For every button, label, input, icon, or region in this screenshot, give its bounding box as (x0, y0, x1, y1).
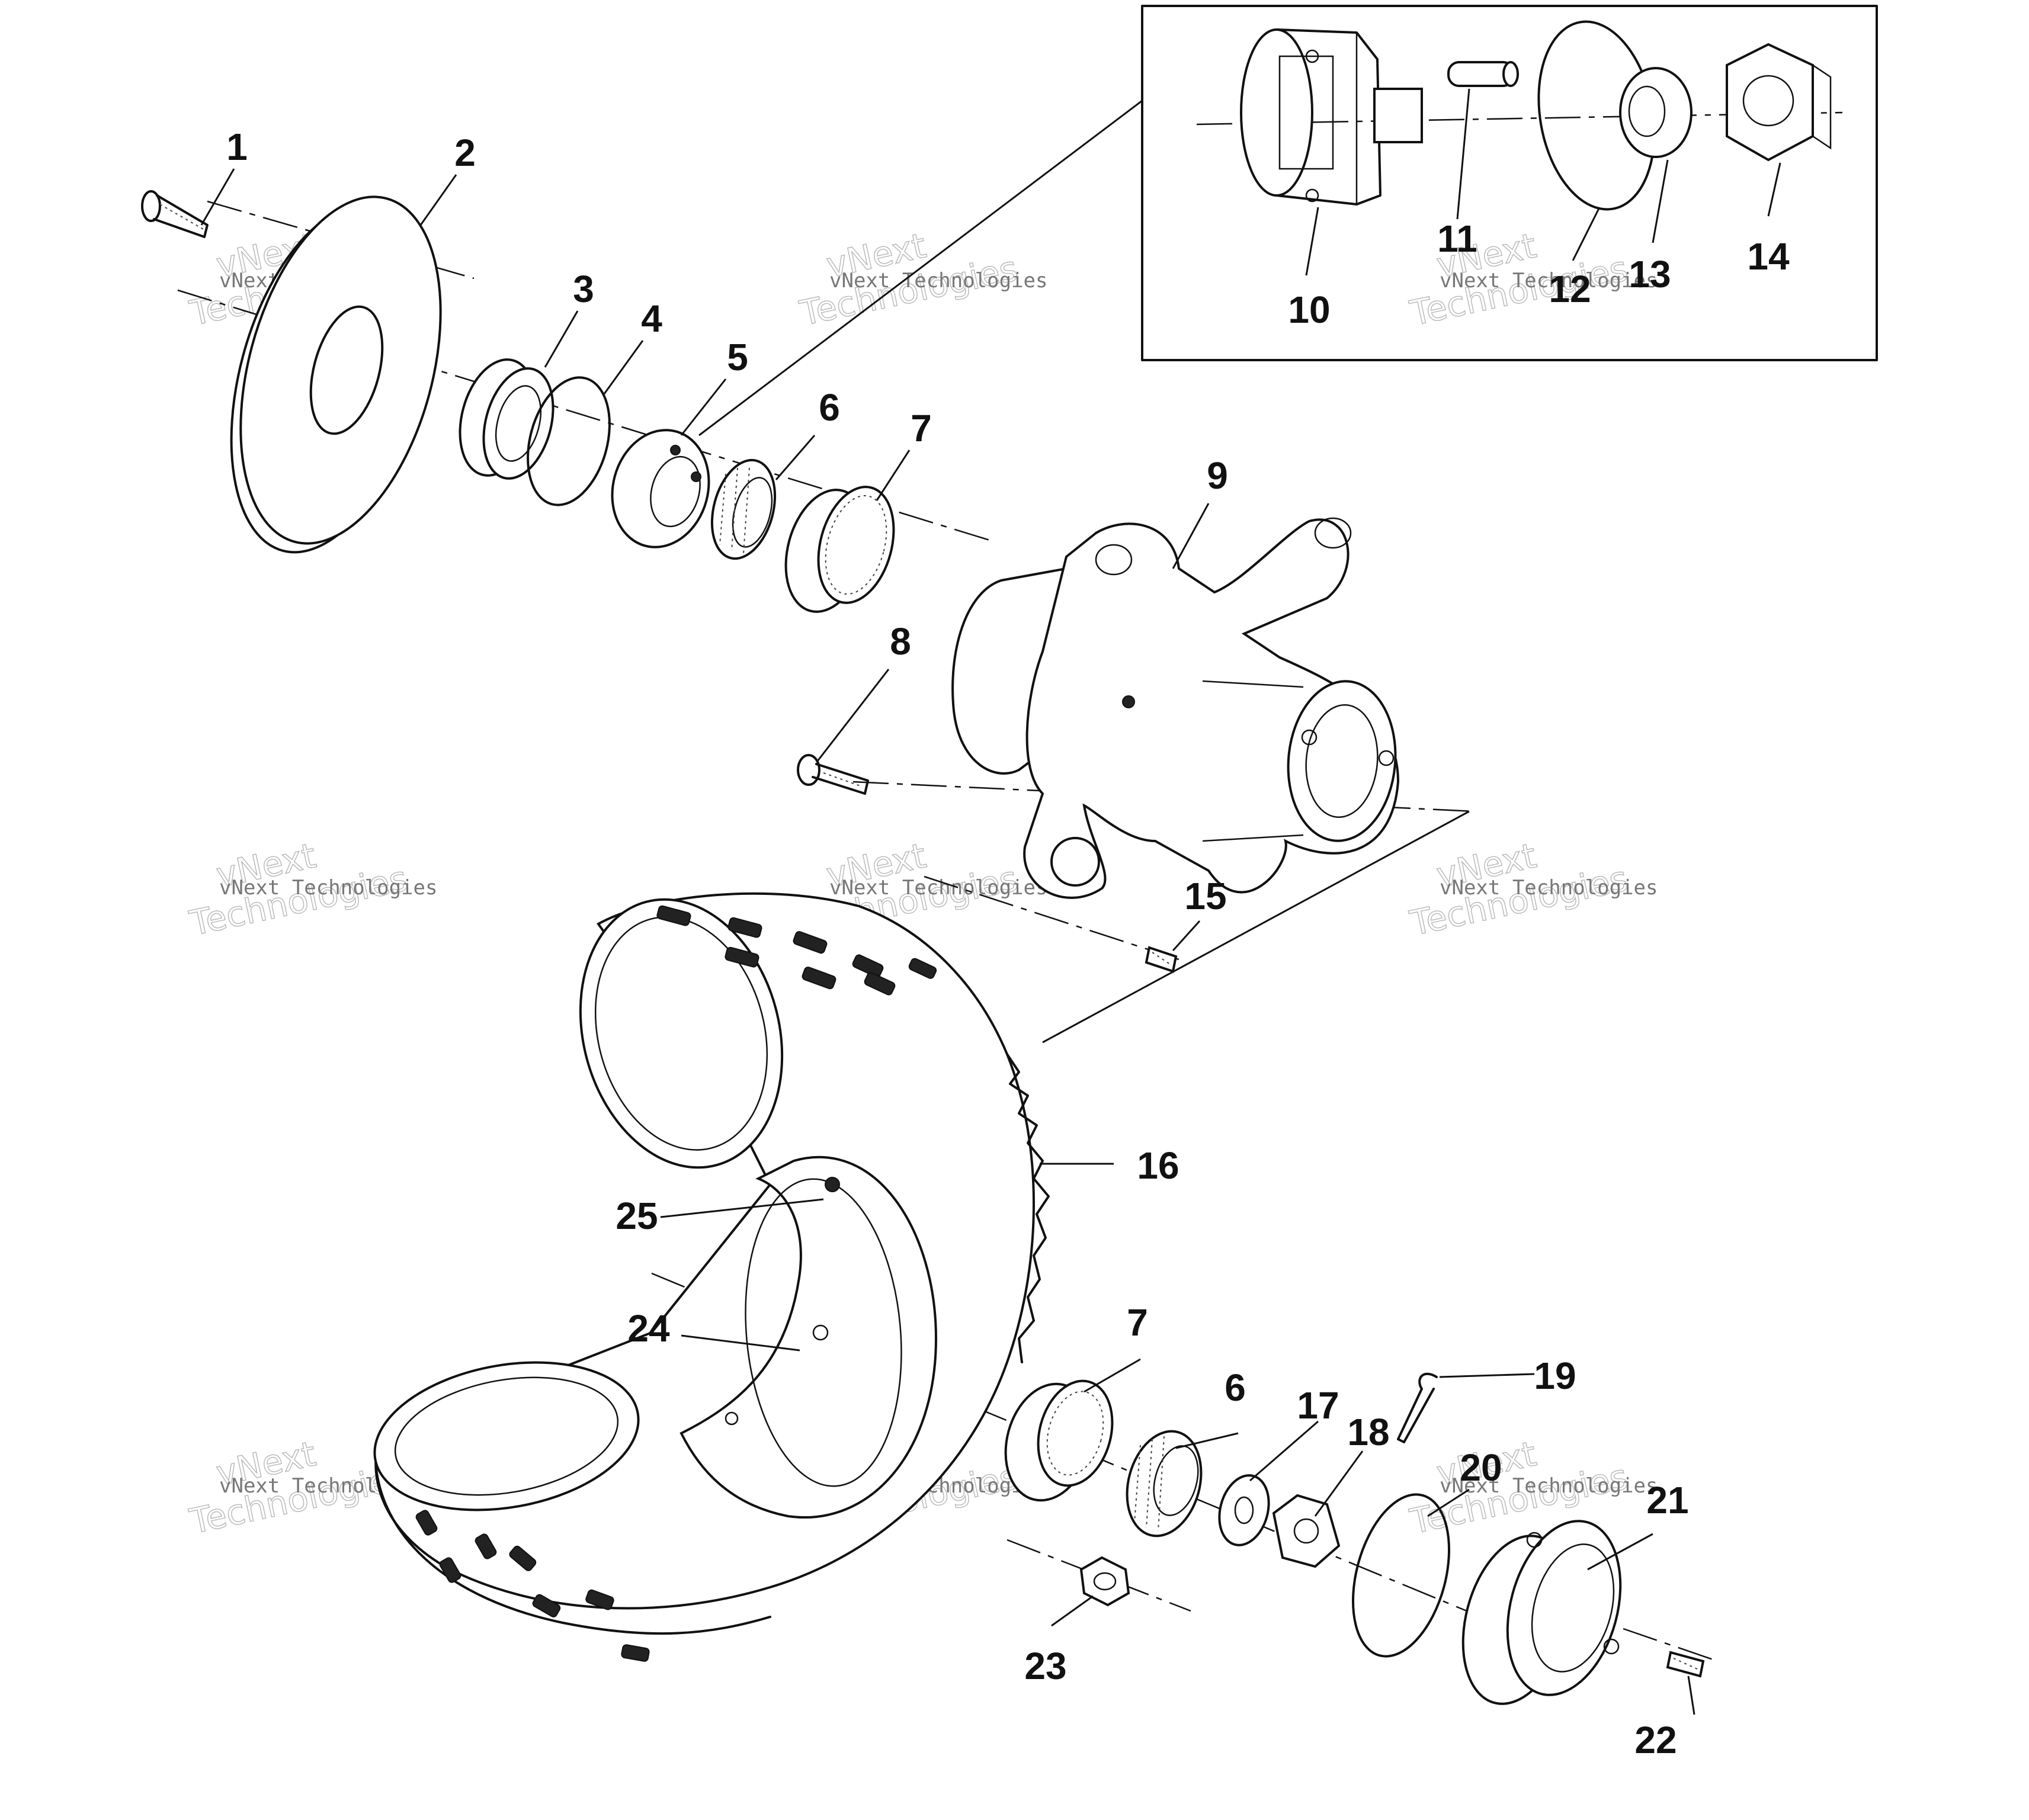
part-21-hub-cap (1461, 1520, 1622, 1705)
part-20-oring (1351, 1493, 1451, 1658)
part-17-washer (1218, 1474, 1270, 1546)
part-7-race-lower (1004, 1379, 1114, 1502)
part-4-ring (527, 376, 611, 506)
part-8-screw (797, 754, 869, 795)
watermark-text: vNext Technologies (1440, 269, 1658, 293)
callout-17: 17 (1297, 1384, 1339, 1427)
callout-12: 12 (1549, 268, 1591, 310)
watermark-text: vNext Technologies (219, 876, 437, 900)
callout-19: 19 (1534, 1354, 1576, 1397)
nut-axis (1007, 1539, 1191, 1612)
callout-25: 25 (616, 1195, 658, 1237)
part-15-set-screw (1145, 946, 1178, 973)
callout-7-upper: 7 (911, 407, 932, 450)
callout-24: 24 (627, 1307, 670, 1350)
callout-6-upper: 6 (819, 386, 840, 429)
inset-frame (1141, 5, 1878, 361)
callout-22: 22 (1634, 1719, 1677, 1761)
part-5-bearing-carrier (611, 429, 710, 548)
callout-labels: 1 2 3 4 5 6 7 8 9 10 11 12 13 14 15 16 1… (226, 126, 1790, 1761)
callout-14: 14 (1747, 235, 1790, 278)
callout-13: 13 (1629, 253, 1671, 296)
callout-11: 11 (1437, 217, 1477, 260)
part-11-pin (1447, 61, 1519, 87)
callout-23: 23 (1024, 1645, 1066, 1687)
callout-18: 18 (1347, 1411, 1389, 1453)
watermark-text: vNext Technologies (829, 876, 1047, 900)
watermark-text: vNext Technologies (829, 269, 1047, 293)
part-18-castle-nut (1272, 1494, 1341, 1568)
part-13-washer (1619, 67, 1693, 158)
callout-8: 8 (890, 620, 911, 663)
watermark-text: vNext Technologies (1440, 876, 1658, 900)
part-14-nut (1726, 43, 1832, 162)
callout-2: 2 (454, 131, 476, 174)
part-2-brake-disc (230, 195, 442, 554)
callout-9: 9 (1207, 454, 1228, 497)
callout-5: 5 (727, 336, 748, 378)
leader-lines (200, 88, 1781, 1715)
callout-1: 1 (226, 126, 248, 168)
part-6-bearing-upper (710, 458, 777, 560)
part-16-tire (373, 892, 1050, 1662)
part-19-cotter-pin (1397, 1372, 1438, 1443)
part-1-bolt (141, 190, 209, 238)
screw22-axis (1623, 1628, 1719, 1662)
part-9-hub (951, 517, 1400, 899)
callout-20: 20 (1460, 1446, 1502, 1489)
callout-21: 21 (1646, 1479, 1688, 1522)
callout-16: 16 (1137, 1144, 1179, 1187)
screw15-axis (924, 875, 1179, 961)
inset-leader (698, 99, 1143, 436)
part-7-race-upper (784, 486, 895, 613)
part-25-valve (825, 1177, 840, 1192)
part-10-collar (1240, 28, 1423, 206)
callout-4: 4 (641, 297, 662, 340)
callout-3: 3 (573, 268, 594, 310)
callout-7-lower: 7 (1127, 1301, 1148, 1344)
inset-box (698, 5, 1878, 436)
callout-15: 15 (1184, 875, 1226, 917)
part-23-lug-nut (1079, 1556, 1130, 1607)
callout-6-lower: 6 (1225, 1366, 1246, 1409)
callout-10: 10 (1288, 288, 1330, 331)
part-6-bearing-lower (1126, 1430, 1203, 1537)
part-3-seal (459, 358, 554, 480)
part-22-screw (1666, 1651, 1705, 1678)
watermark-text: vNext Technologies (1440, 1474, 1658, 1498)
